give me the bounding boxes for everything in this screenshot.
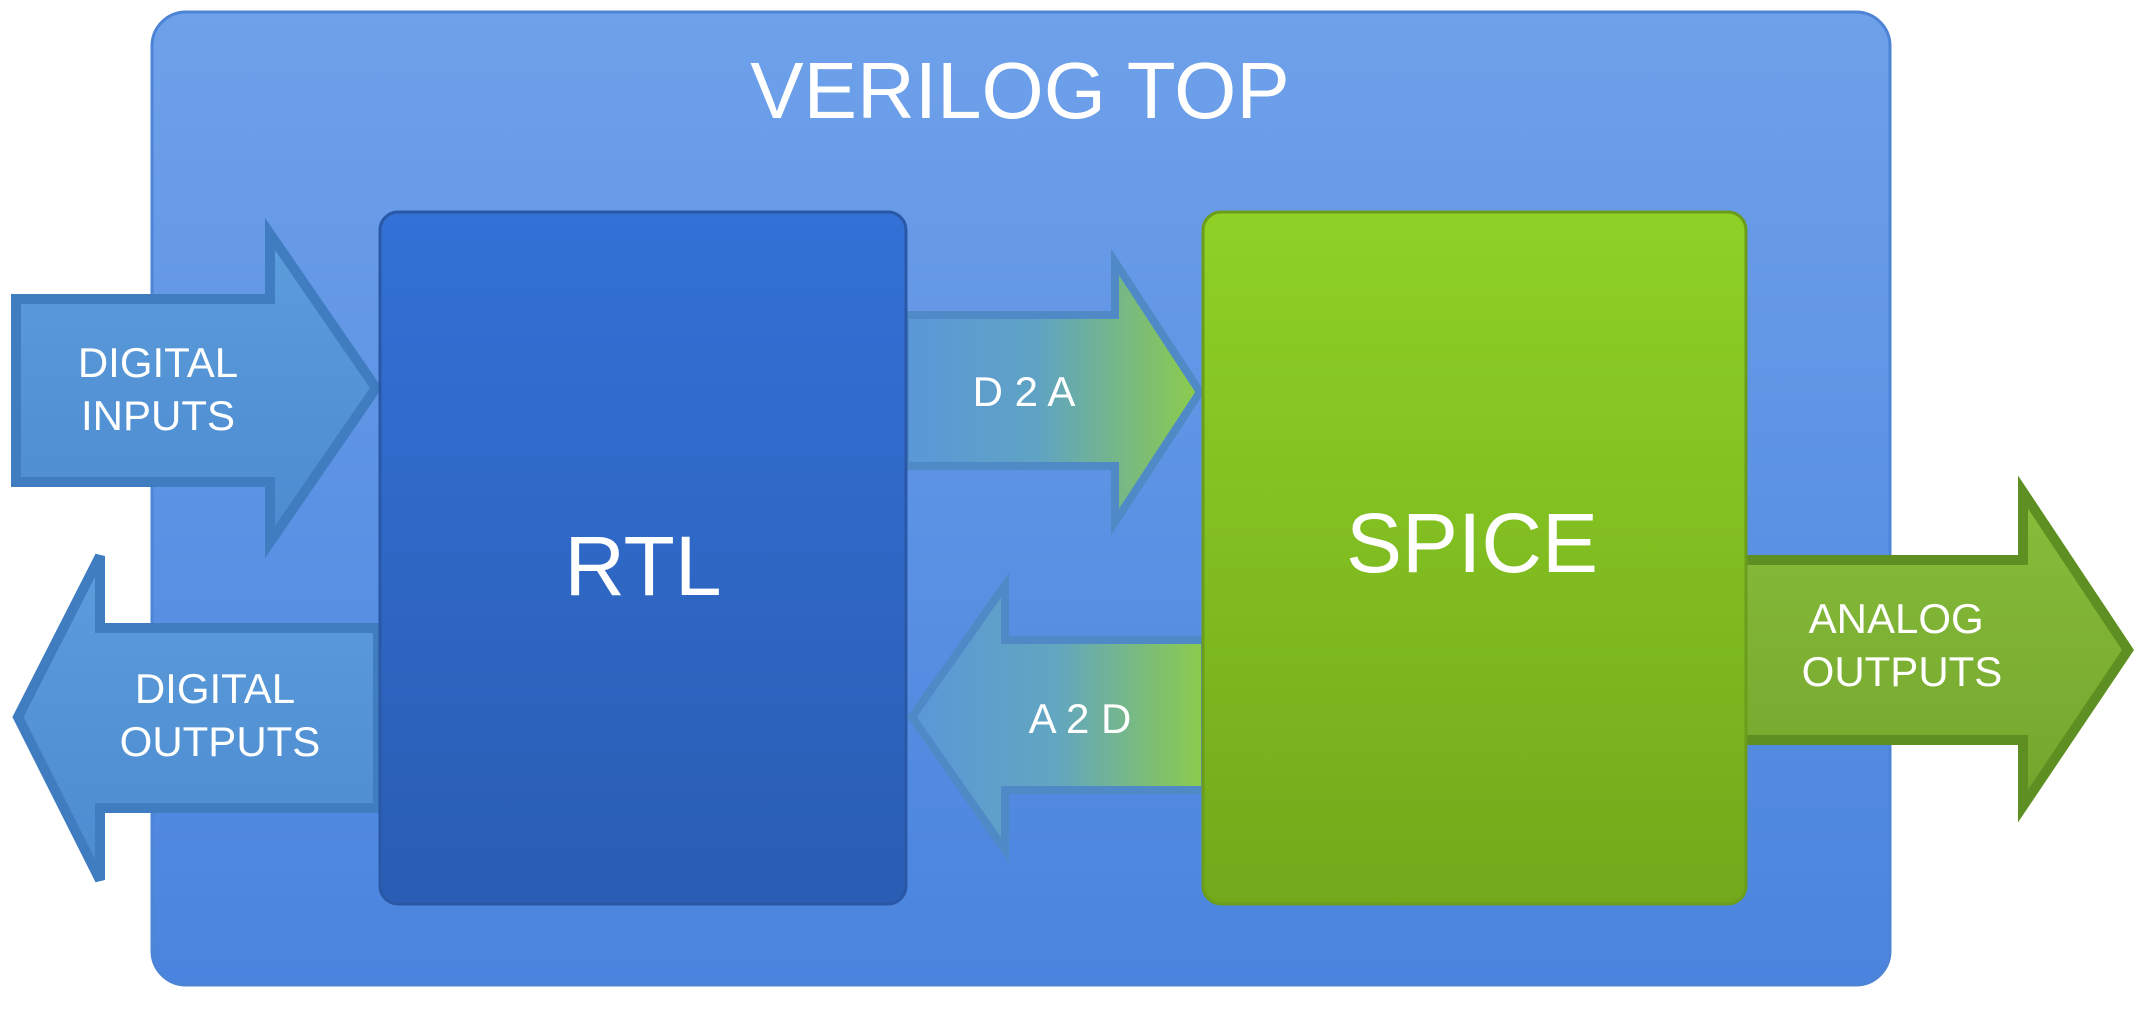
analog-outputs-arrow bbox=[1735, 475, 2135, 823]
d2a-label: D 2 A bbox=[973, 368, 1076, 415]
digital-outputs-arrow bbox=[12, 553, 383, 883]
spice-block bbox=[1201, 210, 1748, 906]
a2d-label: A 2 D bbox=[1029, 695, 1132, 742]
digital-outputs-label: DIGITAL OUTPUTS bbox=[120, 665, 321, 765]
analog-outputs-label: ANALOG OUTPUTS bbox=[1802, 595, 2003, 695]
rtl-label: RTL bbox=[564, 519, 721, 613]
d2a-arrow bbox=[901, 248, 1205, 536]
digital-inputs-label: DIGITAL INPUTS bbox=[78, 339, 248, 439]
spice-label: SPICE bbox=[1346, 496, 1598, 590]
a2d-arrow bbox=[907, 572, 1209, 863]
verilog-top-title: VERILOG TOP bbox=[750, 46, 1289, 135]
rtl-block bbox=[378, 210, 908, 906]
digital-inputs-arrow bbox=[11, 217, 383, 559]
